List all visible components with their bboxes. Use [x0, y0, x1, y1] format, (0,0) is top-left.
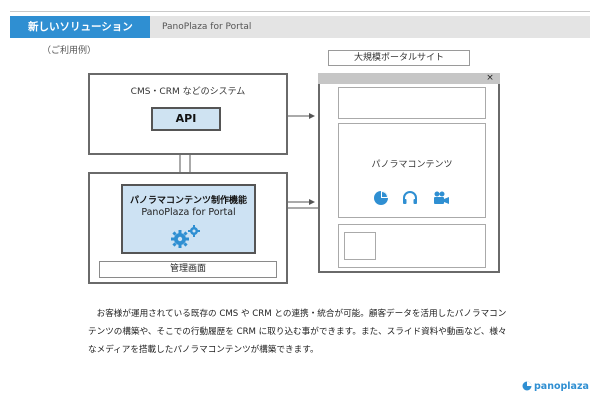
pie-chart-icon [374, 191, 388, 205]
header-tab: 新しいソリューション [10, 16, 150, 38]
portal-titlebar [318, 73, 500, 84]
header-bar [10, 16, 590, 38]
production-subtitle: PanoPlaza for Portal [141, 207, 236, 218]
system-title: CMS・CRM などのシステム [130, 87, 246, 97]
top-rule [10, 11, 590, 12]
portal-header-block [338, 87, 486, 119]
panorama-content-title: パノラマコンテンツ [371, 160, 453, 170]
headphones-icon [403, 191, 417, 204]
header-subtitle: PanoPlaza for Portal [162, 22, 252, 32]
production-inner-box [121, 184, 256, 254]
management-screen-box: 管理画面 [99, 261, 277, 278]
logo-mark-icon [522, 381, 532, 391]
close-icon: × [486, 73, 494, 83]
example-label: （ご利用例） [42, 46, 97, 56]
production-title: パノラマコンテンツ制作機能 [129, 196, 247, 206]
api-box: API [151, 107, 221, 131]
portal-site-label: 大規模ポータルサイト [328, 50, 470, 66]
gears-icon [171, 225, 200, 248]
description-text: お客様が運用されている既存の CMS や CRM との連携・統合が可能。顧客デー… [88, 309, 507, 355]
portal-content-block [338, 123, 486, 218]
portal-thumbnail-block [344, 232, 376, 260]
panoplaza-logo: panoplaza [522, 379, 589, 393]
logo-text: panoplaza [534, 380, 589, 392]
video-camera-icon [434, 191, 449, 204]
